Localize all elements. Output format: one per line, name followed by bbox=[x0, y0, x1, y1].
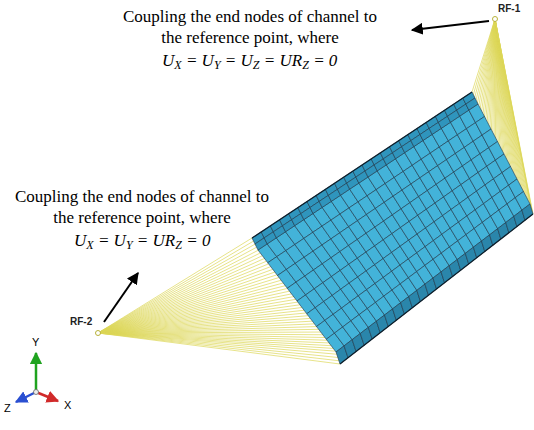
coupling-line bbox=[98, 333, 340, 364]
channel-flange bbox=[336, 204, 533, 364]
y-axis-arrow bbox=[35, 353, 38, 392]
coupling-line bbox=[98, 333, 338, 357]
reference-point bbox=[96, 331, 101, 336]
channel-flange bbox=[252, 92, 478, 250]
axis-label: Y bbox=[32, 336, 39, 348]
reference-point-label: RF-2 bbox=[70, 316, 92, 328]
channel-web bbox=[258, 104, 530, 352]
reference-point bbox=[493, 17, 498, 22]
boundary-condition: UX = UY = UZ = URZ = 0 bbox=[162, 49, 337, 73]
coupling-line bbox=[98, 258, 264, 333]
leader-arrow bbox=[104, 273, 138, 322]
coupling-line bbox=[98, 310, 304, 333]
coupling-line bbox=[98, 333, 339, 361]
coupling-line bbox=[98, 333, 331, 346]
coupling-line bbox=[98, 333, 333, 348]
coupling-line bbox=[98, 241, 254, 333]
coupling-line bbox=[98, 308, 302, 333]
coupling-line bbox=[98, 286, 285, 333]
z-axis-arrow bbox=[16, 392, 36, 402]
coupling-line bbox=[98, 333, 337, 354]
axis-label: X bbox=[64, 399, 71, 411]
coupling-line bbox=[98, 316, 308, 333]
annotation-text: Coupling the end nodes of channel to the… bbox=[117, 6, 383, 48]
channel-mesh bbox=[252, 92, 533, 364]
coupling-line bbox=[98, 333, 329, 343]
boundary-condition: UX = UY = URZ = 0 bbox=[74, 229, 210, 253]
coupling-fan bbox=[98, 238, 340, 364]
x-axis-arrow bbox=[36, 392, 58, 401]
leader-arrow bbox=[412, 21, 489, 30]
reference-point-label: RF-1 bbox=[498, 3, 520, 15]
coupling-line bbox=[98, 324, 314, 333]
axis-origin bbox=[34, 390, 39, 395]
flange-edge bbox=[252, 92, 472, 238]
annotation-text: Coupling the end nodes of channel to the… bbox=[9, 186, 275, 228]
coupling-line bbox=[98, 294, 292, 333]
axis-label: Z bbox=[4, 402, 11, 414]
mesh-element bbox=[466, 98, 478, 110]
flange-edge bbox=[340, 214, 533, 364]
